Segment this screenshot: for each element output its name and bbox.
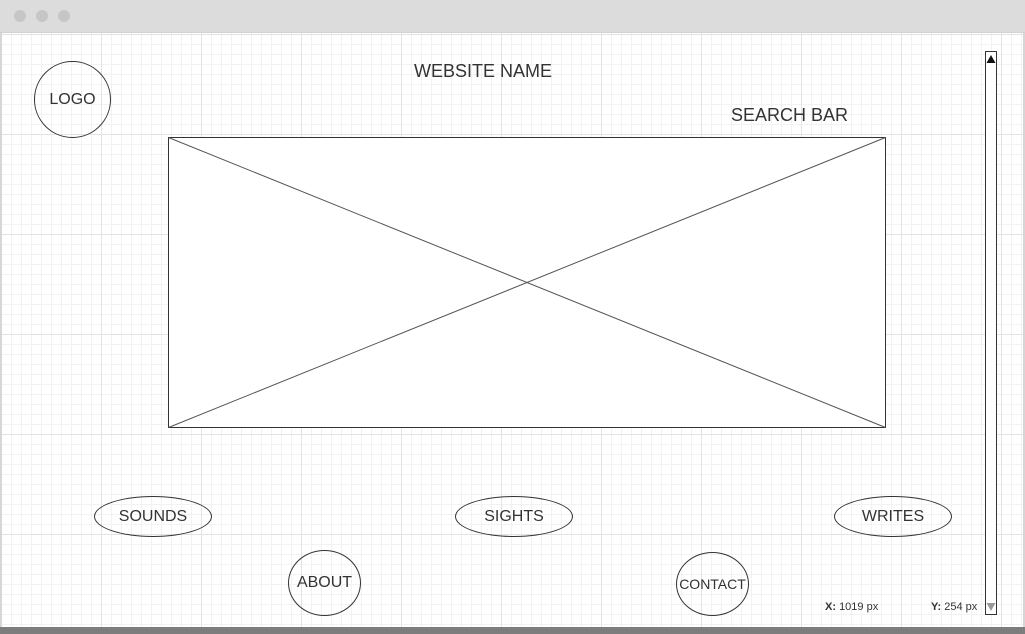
window-titlebar — [0, 0, 1025, 33]
cursor-x-label: X: — [825, 601, 836, 613]
nav-about-label: ABOUT — [296, 574, 353, 591]
cursor-y-value: 254 px — [944, 601, 978, 613]
nav-sights-button[interactable]: SIGHTS — [455, 496, 573, 537]
nav-contact-button[interactable]: CONTACT — [676, 552, 749, 616]
scroll-down-button[interactable] — [986, 600, 996, 614]
site-title: WEBSITE NAME — [414, 61, 553, 81]
cursor-x-readout: X: 1019 px — [825, 601, 878, 613]
nav-writes-label: WRITES — [861, 507, 925, 525]
cursor-y-readout: Y: 254 px — [931, 601, 977, 613]
nav-contact-label: CONTACT — [679, 576, 746, 592]
nav-writes-button[interactable]: WRITES — [834, 496, 952, 537]
nav-sights-label: SIGHTS — [484, 507, 544, 525]
cursor-x-value: 1019 px — [839, 601, 879, 613]
window-bottom-bar — [0, 627, 1025, 634]
image-placeholder-icon — [168, 137, 886, 428]
triangle-up-icon — [986, 55, 996, 63]
cursor-y-label: Y: — [931, 601, 942, 613]
logo-label: LOGO — [49, 90, 96, 108]
scroll-up-button[interactable] — [986, 52, 996, 66]
window-zoom-button[interactable] — [58, 10, 70, 22]
triangle-down-icon — [986, 603, 996, 611]
search-bar-label[interactable]: SEARCH BAR — [731, 105, 849, 125]
window-close-button[interactable] — [14, 10, 26, 22]
logo-placeholder[interactable]: LOGO — [34, 61, 111, 138]
window-left-edge — [0, 33, 2, 627]
nav-about-button[interactable]: ABOUT — [288, 550, 361, 616]
window-right-edge — [1023, 33, 1025, 627]
window-minimize-button[interactable] — [36, 10, 48, 22]
vertical-scrollbar[interactable] — [985, 51, 997, 615]
nav-sounds-button[interactable]: SOUNDS — [94, 496, 212, 537]
nav-sounds-label: SOUNDS — [118, 507, 188, 525]
